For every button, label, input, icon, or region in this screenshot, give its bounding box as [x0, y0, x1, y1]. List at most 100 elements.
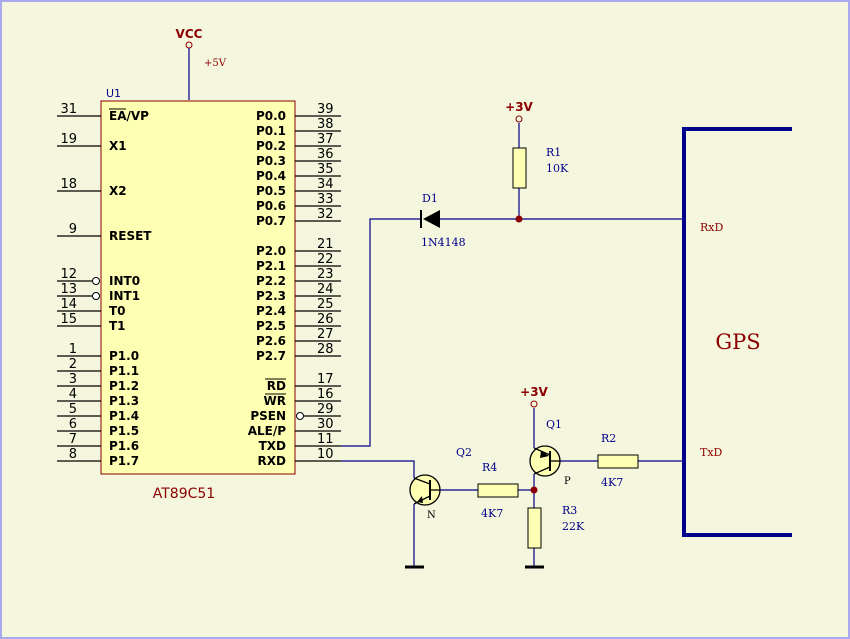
pin-number: 38: [317, 117, 334, 132]
pin-number: 23: [317, 267, 334, 282]
pin-number: 39: [317, 102, 334, 117]
pin-name: P2.6: [256, 334, 286, 348]
resistor-r2: [597, 454, 639, 469]
pin-name: EA/VP: [109, 109, 149, 123]
pin-number: 2: [69, 357, 77, 372]
q2-ref: Q2: [456, 446, 472, 459]
wire-txd-to-diode: [341, 218, 420, 447]
transistor-q1: [529, 445, 561, 477]
pin-number: 4: [69, 387, 77, 402]
pin-number: 13: [60, 282, 77, 297]
pin-name: INT0: [109, 274, 140, 288]
pin-name: TXD: [259, 439, 286, 453]
mcu-left-pin: 31 EA/VP: [57, 102, 149, 123]
resistor-r3: [527, 507, 542, 549]
mcu-right-pin: 27 P2.6: [256, 327, 341, 348]
pin-number: 17: [317, 372, 334, 387]
vcc-label: VCC: [176, 27, 203, 41]
pin-number: 19: [60, 132, 77, 147]
pin-name: WR: [264, 394, 286, 408]
r2-ref: R2: [601, 432, 616, 445]
mcu-left-pin: 5 P1.4: [57, 402, 139, 423]
pin-number: 36: [317, 147, 334, 162]
pin-number: 24: [317, 282, 334, 297]
pin-number: 31: [60, 102, 77, 117]
transistor-q2: [409, 474, 441, 506]
pin-number: 27: [317, 327, 334, 342]
pin-number: 8: [69, 447, 77, 462]
mcu-left-pin: 4 P1.3: [57, 387, 139, 408]
resistor-r4: [477, 483, 519, 498]
mcu-right-pin: 36 P0.3: [256, 147, 341, 168]
pin-name: P1.3: [109, 394, 139, 408]
pin-number: 9: [69, 222, 77, 237]
pin-name: P1.7: [109, 454, 139, 468]
pin-name: P0.2: [256, 139, 286, 153]
pin-name: PSEN: [250, 409, 286, 423]
pin-number: 34: [317, 177, 334, 192]
pin-number: 14: [60, 297, 77, 312]
mcu-left-pin: 19 X1: [57, 132, 127, 153]
r2-value: 4K7: [601, 476, 623, 489]
pin-name: RD: [267, 379, 286, 393]
mcu-right-pin: 38 P0.1: [256, 117, 341, 138]
pin-name: INT1: [109, 289, 140, 303]
pin-name: X1: [109, 139, 127, 153]
mcu-left-pin: 8 P1.7: [57, 447, 139, 468]
pin-name: ALE/P: [248, 424, 287, 438]
mcu-right-pin: 11 TXD: [259, 432, 341, 453]
gps-rxd-label: RxD: [700, 221, 723, 234]
r1-ref: R1: [546, 146, 561, 159]
pin-name: P0.0: [256, 109, 286, 123]
pin-number: 10: [317, 447, 334, 462]
mcu-right-pin: 17 RD: [265, 372, 341, 393]
pin-number: 7: [69, 432, 77, 447]
gps-txd-label: TxD: [700, 446, 723, 459]
pin-name: P0.7: [256, 214, 286, 228]
vcc-power-symbol: VCC +5V: [176, 27, 227, 100]
mcu-body: [100, 100, 296, 475]
v3-power-symbol-1: +3V: [505, 100, 534, 123]
gps-module-outline: [682, 127, 792, 537]
r3-ref: R3: [562, 504, 577, 517]
pin-name: P1.2: [109, 379, 139, 393]
pin-name: P2.0: [256, 244, 286, 258]
pin-number: 5: [69, 402, 77, 417]
pin-number: 28: [317, 342, 334, 357]
pin-number: 11: [317, 432, 334, 447]
pin-name: RXD: [258, 454, 286, 468]
pin-number: 30: [317, 417, 334, 432]
pin-number: 25: [317, 297, 334, 312]
pin-name: P1.4: [109, 409, 139, 423]
q1-ref: Q1: [546, 418, 562, 431]
v3-label-1: +3V: [505, 100, 533, 114]
gps-title: GPS: [715, 330, 760, 354]
pin-name: P2.5: [256, 319, 286, 333]
mcu-right-pin: 10 RXD: [258, 447, 341, 468]
diode-d1: [420, 210, 440, 228]
pin-name: T1: [109, 319, 126, 333]
pin-name: P2.1: [256, 259, 286, 273]
wire-rxd-to-q2: [341, 460, 415, 478]
v3-power-symbol-2: +3V: [520, 385, 549, 408]
pin-name: P0.1: [256, 124, 286, 138]
pin-name: P0.3: [256, 154, 286, 168]
pin-number: 33: [317, 192, 334, 207]
